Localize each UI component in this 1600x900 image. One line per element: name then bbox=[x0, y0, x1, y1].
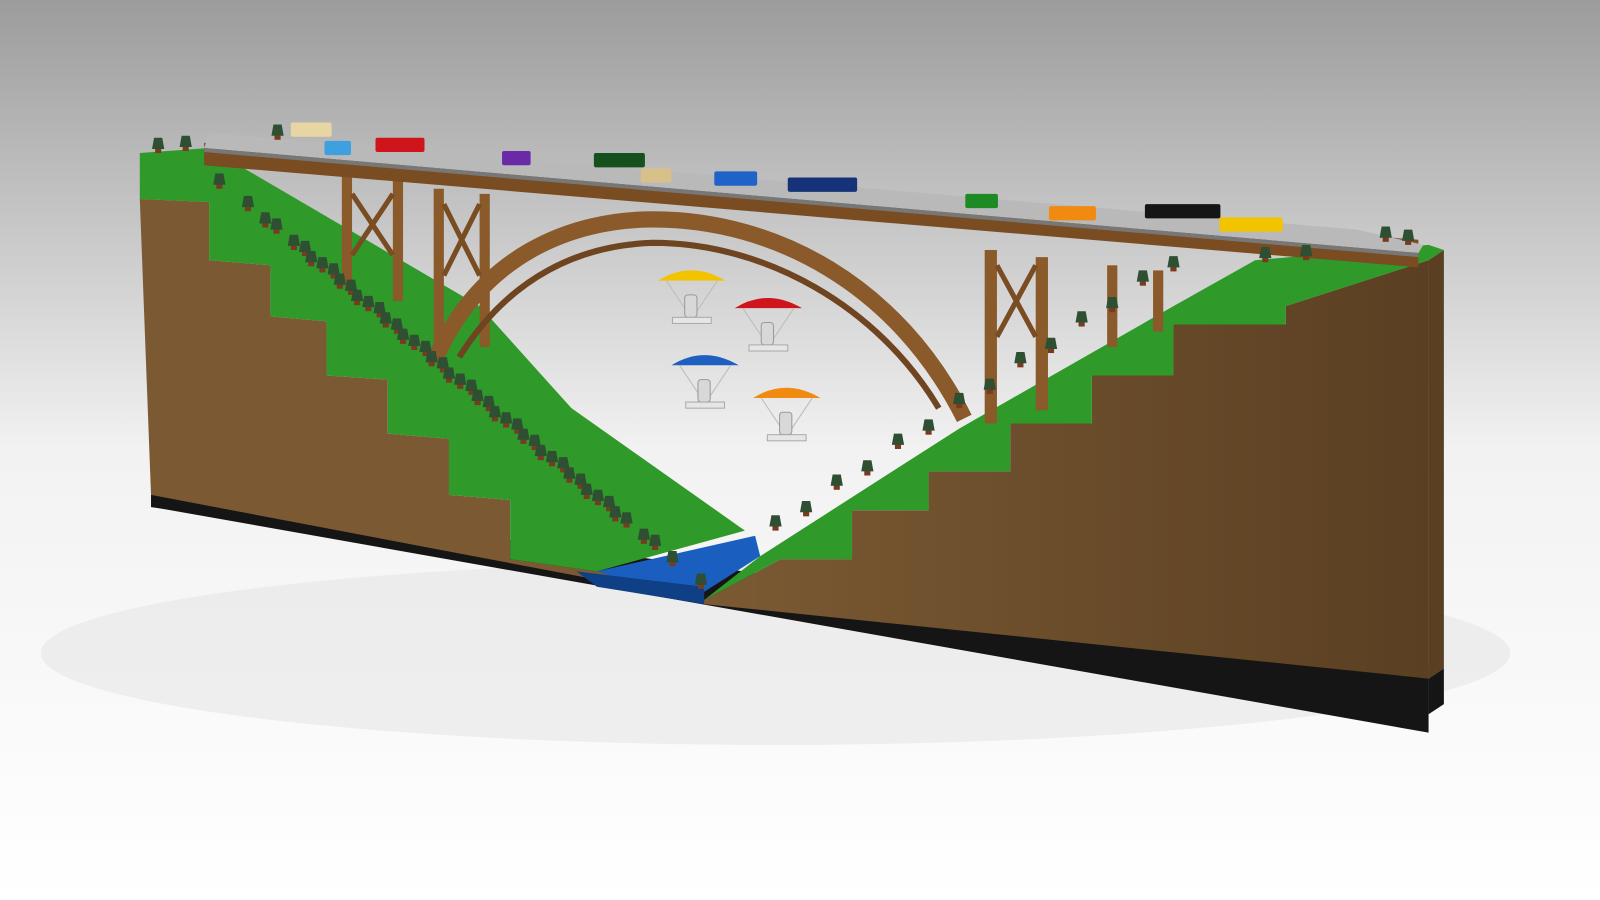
tree bbox=[442, 367, 456, 383]
tree bbox=[305, 251, 318, 267]
tree bbox=[861, 460, 874, 476]
tree bbox=[287, 234, 300, 250]
tree bbox=[500, 412, 513, 428]
tree bbox=[1300, 244, 1313, 261]
parachutist bbox=[671, 355, 739, 409]
tree bbox=[454, 373, 467, 389]
tree bbox=[528, 434, 541, 450]
tree bbox=[362, 295, 375, 312]
tree bbox=[1379, 226, 1392, 242]
tree bbox=[1136, 270, 1149, 286]
tree bbox=[1167, 256, 1180, 272]
vehicle bbox=[1144, 204, 1221, 219]
parachutist bbox=[753, 387, 821, 442]
right-side-face bbox=[1428, 250, 1444, 679]
left-cliff-earth bbox=[139, 198, 705, 600]
tree bbox=[517, 428, 530, 444]
tree bbox=[425, 351, 438, 367]
pier-bracing bbox=[349, 192, 1038, 338]
trees bbox=[152, 124, 1415, 589]
tree bbox=[1075, 311, 1088, 327]
tree bbox=[1106, 296, 1119, 313]
bridge-road-edge bbox=[204, 147, 1419, 258]
tree bbox=[241, 195, 255, 212]
tree bbox=[408, 334, 421, 350]
tree bbox=[694, 573, 708, 589]
tree bbox=[603, 495, 616, 512]
tree bbox=[891, 433, 905, 449]
tree bbox=[1259, 246, 1272, 263]
vehicles bbox=[290, 122, 1283, 232]
vehicle bbox=[290, 122, 332, 137]
tree bbox=[545, 451, 559, 467]
tree bbox=[259, 212, 272, 228]
tree bbox=[488, 406, 502, 422]
tree bbox=[333, 273, 346, 289]
tree bbox=[270, 218, 283, 234]
vehicle bbox=[502, 151, 531, 166]
tree bbox=[316, 257, 329, 273]
tree bbox=[637, 528, 650, 544]
parachutist bbox=[734, 297, 803, 352]
tree bbox=[1044, 337, 1058, 354]
parachutes bbox=[658, 270, 821, 442]
tree bbox=[557, 457, 570, 473]
tree bbox=[379, 312, 392, 328]
tree bbox=[830, 474, 843, 490]
tree bbox=[390, 318, 404, 334]
tree bbox=[563, 467, 576, 483]
river-front bbox=[576, 571, 705, 605]
right-cliff-earth bbox=[704, 260, 1429, 679]
tree bbox=[953, 392, 966, 409]
tree bbox=[482, 395, 495, 412]
river-water bbox=[596, 535, 761, 592]
tree bbox=[298, 240, 312, 257]
tree bbox=[373, 302, 386, 318]
tree bbox=[344, 279, 358, 295]
tree bbox=[511, 418, 524, 434]
tree bbox=[922, 419, 935, 435]
tree bbox=[213, 173, 226, 189]
vehicle bbox=[965, 193, 998, 209]
tree bbox=[436, 357, 449, 373]
tree bbox=[800, 501, 813, 517]
vehicle bbox=[714, 171, 758, 186]
parachutist bbox=[658, 270, 726, 324]
vehicle bbox=[787, 177, 858, 192]
bridge-arch-inner bbox=[456, 239, 942, 410]
tree bbox=[648, 534, 662, 550]
tree bbox=[666, 551, 679, 567]
tree bbox=[271, 124, 284, 140]
tree bbox=[574, 473, 587, 489]
bridge-arch bbox=[426, 211, 972, 423]
tree bbox=[396, 328, 410, 344]
tree bbox=[620, 512, 633, 528]
tree bbox=[465, 379, 478, 395]
tree bbox=[580, 483, 593, 499]
tree bbox=[471, 389, 484, 406]
tree bbox=[152, 137, 165, 154]
tree bbox=[1014, 352, 1027, 368]
right-grass-slope bbox=[704, 244, 1444, 601]
tree bbox=[591, 489, 605, 506]
tree bbox=[983, 378, 996, 394]
tree bbox=[327, 263, 340, 279]
vehicle bbox=[1048, 206, 1096, 221]
tree bbox=[534, 444, 547, 461]
tree bbox=[609, 506, 622, 522]
vehicle bbox=[375, 137, 425, 153]
tree bbox=[351, 289, 364, 306]
vehicle bbox=[593, 153, 645, 168]
tree bbox=[179, 135, 192, 152]
tree bbox=[419, 340, 432, 357]
tree bbox=[769, 515, 782, 531]
tree bbox=[1402, 229, 1415, 245]
vehicle bbox=[1219, 217, 1283, 232]
vehicle bbox=[640, 168, 672, 183]
vehicle bbox=[324, 140, 352, 156]
